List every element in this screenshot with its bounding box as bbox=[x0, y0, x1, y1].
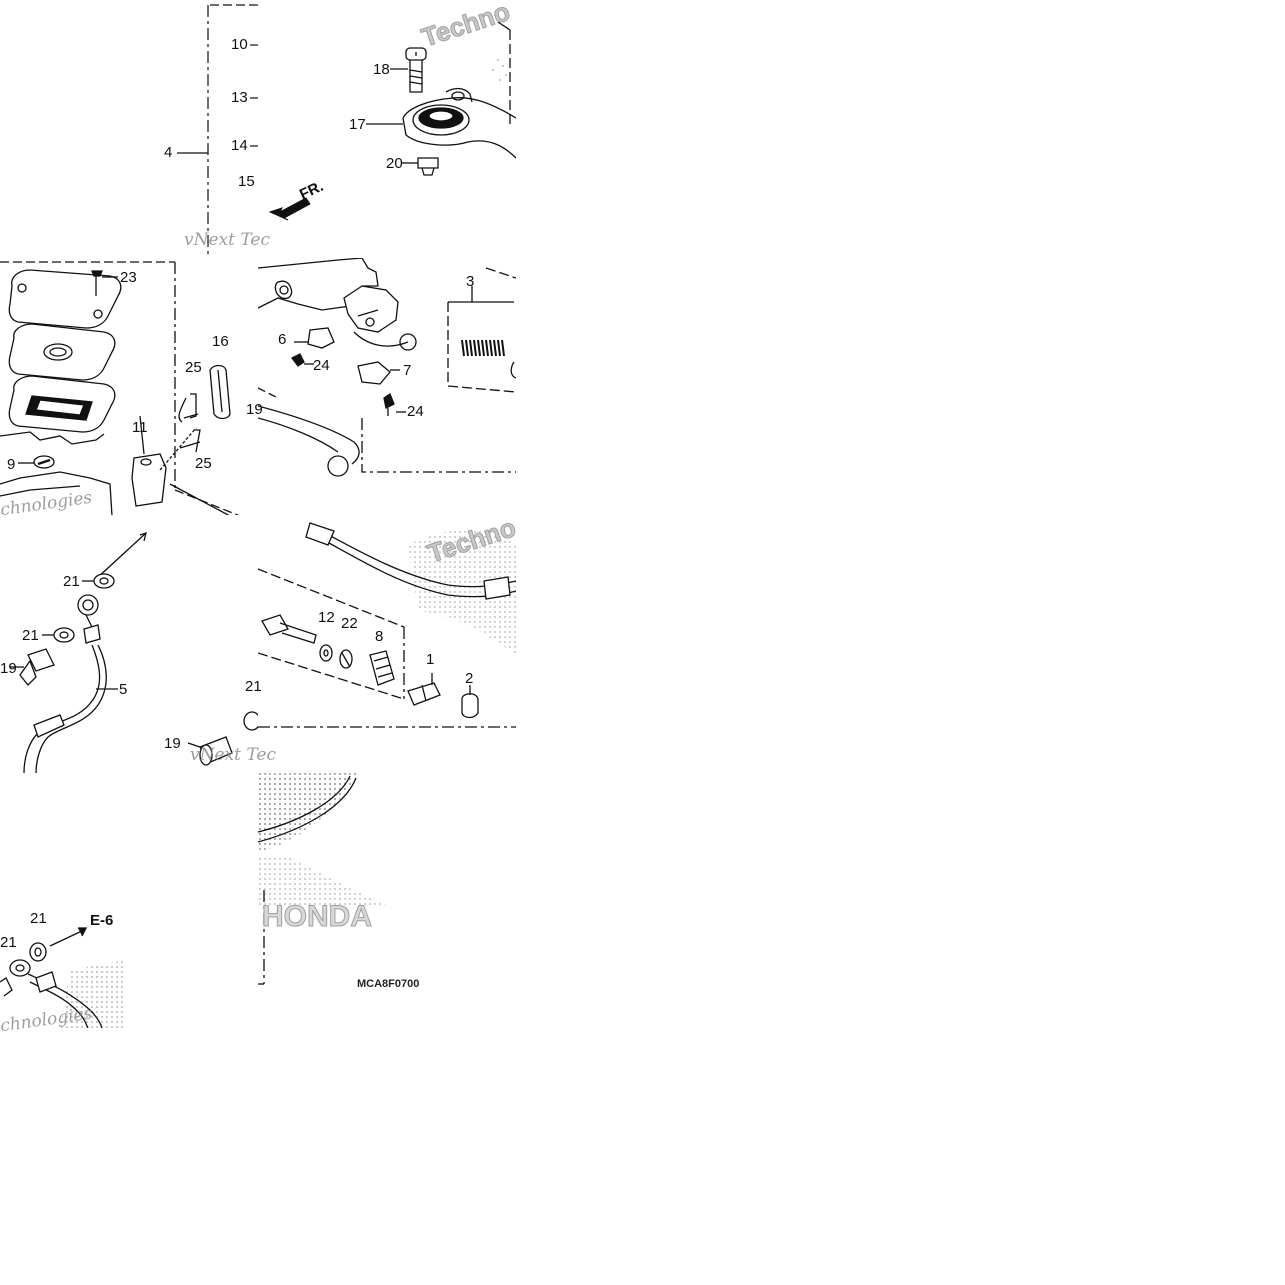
callout-1: 1 bbox=[426, 651, 435, 668]
reference-e6: E-6 bbox=[90, 912, 114, 929]
callout-23: 23 bbox=[120, 269, 137, 286]
callout-21d: 21 bbox=[30, 910, 47, 927]
callout-21b: 21 bbox=[22, 627, 39, 644]
watermark-honda: HONDA bbox=[262, 900, 373, 934]
tile-mid-mid-art bbox=[258, 258, 516, 477]
callout-21e: 21 bbox=[0, 934, 17, 951]
watermark-vnext-low: vNext Tec bbox=[190, 745, 276, 765]
tile-bottom-mid-art bbox=[258, 772, 388, 985]
tile-bottom-left-art bbox=[0, 927, 126, 1028]
tile-mid-left bbox=[0, 258, 258, 516]
tile-bottom-left bbox=[0, 900, 130, 1028]
callout-21c: 21 bbox=[245, 678, 262, 695]
callout-3: 3 bbox=[466, 273, 475, 290]
callout-16: 16 bbox=[212, 333, 229, 350]
callout-24a: 24 bbox=[313, 357, 330, 374]
callout-19-top: 19 bbox=[246, 401, 263, 418]
callout-8: 8 bbox=[375, 628, 384, 645]
callout-9: 9 bbox=[7, 456, 16, 473]
callout-12: 12 bbox=[318, 609, 335, 626]
callout-15: 15 bbox=[238, 173, 255, 190]
callout-10: 10 bbox=[231, 36, 248, 53]
tile-top-left-art bbox=[177, 4, 258, 258]
tile-top-mid bbox=[258, 0, 516, 258]
tile-bottom-mid bbox=[258, 772, 516, 992]
tile-low-left bbox=[0, 515, 258, 773]
callout-7: 7 bbox=[403, 362, 412, 379]
callout-11: 11 bbox=[132, 419, 148, 436]
callout-21a: 21 bbox=[63, 573, 80, 590]
tile-top-left bbox=[0, 0, 258, 258]
tile-low-mid-art bbox=[258, 522, 516, 728]
tile-low-left-art bbox=[10, 532, 258, 773]
callout-2: 2 bbox=[465, 670, 474, 687]
callout-24b: 24 bbox=[407, 403, 424, 420]
tile-low-mid bbox=[258, 515, 516, 773]
watermark-vnext-top: vNext Tec bbox=[184, 230, 270, 250]
callout-6: 6 bbox=[278, 331, 287, 348]
callout-14: 14 bbox=[231, 137, 248, 154]
callout-18: 18 bbox=[373, 61, 390, 78]
tile-mid-left-art bbox=[0, 261, 241, 516]
callout-19c: 19 bbox=[164, 735, 181, 752]
callout-5: 5 bbox=[119, 681, 128, 698]
callout-25a: 25 bbox=[185, 359, 202, 376]
diagram-code: MCA8F0700 bbox=[357, 978, 420, 990]
callout-17: 17 bbox=[349, 116, 366, 133]
callout-19b: 19 bbox=[0, 660, 17, 677]
callout-20: 20 bbox=[386, 155, 403, 172]
callout-25b: 25 bbox=[195, 455, 212, 472]
callout-4: 4 bbox=[164, 144, 173, 161]
tile-top-mid-art bbox=[268, 21, 516, 221]
callout-13: 13 bbox=[231, 89, 248, 106]
callout-22: 22 bbox=[341, 615, 358, 632]
tile-mid-mid bbox=[258, 258, 516, 516]
